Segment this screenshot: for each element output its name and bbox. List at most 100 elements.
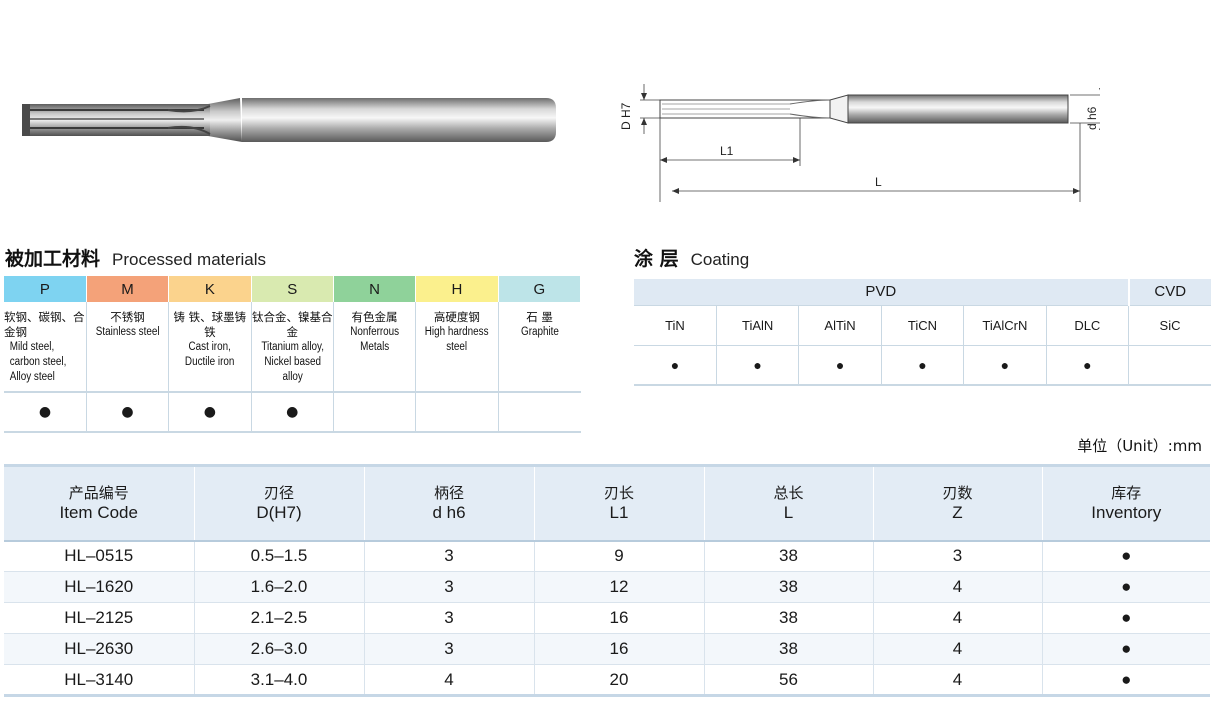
material-mark-cell: ● — [168, 392, 252, 433]
coating-name-cell: AlTiN — [798, 304, 882, 345]
coating-name-cell: TiAlN — [716, 304, 800, 345]
materials-heading: 被加工材料 Processed materials — [5, 244, 266, 271]
material-name-cn: 有色金属 — [351, 310, 398, 324]
column-header-cn: 柄径 — [433, 484, 464, 503]
reamer-tool-image — [22, 98, 556, 142]
table-cell: 3.1–4.0 — [194, 664, 365, 697]
table-cell: 38 — [704, 633, 874, 665]
coating-title-cn: 涂 层 — [634, 248, 679, 270]
coating-mark-cell: ● — [881, 344, 965, 386]
table-cell: 4 — [873, 664, 1043, 697]
table-cell: 12 — [534, 571, 705, 603]
table-cell: 16 — [534, 633, 705, 665]
table-cell: 1.6–2.0 — [194, 571, 365, 603]
table-cell: HL–2125 — [4, 602, 195, 634]
table-cell: 4 — [873, 571, 1043, 603]
table-cell: 9 — [534, 540, 705, 572]
table-cell: ● — [1042, 602, 1210, 634]
column-header-en: Item Code — [59, 503, 138, 523]
table-cell: 38 — [704, 571, 874, 603]
material-name-cn: 钛合金、镍基合金 — [251, 310, 333, 339]
column-header-cn: 刃径 — [263, 484, 294, 503]
unit-note: 单位（Unit）:mm — [1077, 437, 1202, 455]
material-mark-cell — [415, 392, 499, 433]
table-cell: HL–2630 — [4, 633, 195, 665]
column-header-cn: 刃长 — [603, 484, 634, 503]
coating-name-cell: SiC — [1128, 304, 1211, 345]
column-header-cn: 库存 — [1111, 484, 1142, 503]
cvd-header: CVD — [1128, 279, 1211, 305]
material-name-en: Titanium alloy, Nickel based alloy — [260, 341, 324, 383]
coating-mark-cell: ● — [634, 344, 717, 386]
materials-title-cn: 被加工材料 — [5, 248, 101, 270]
table-cell: 4 — [364, 664, 535, 697]
material-code-cell: G — [498, 276, 582, 302]
table-cell: 3 — [364, 633, 535, 665]
table-cell: HL–0515 — [4, 540, 195, 572]
material-name-cn: 高硬度钢 — [433, 310, 480, 324]
table-cell: ● — [1042, 571, 1210, 603]
material-code-cell: K — [168, 276, 252, 302]
table-cell: 3 — [873, 540, 1043, 572]
material-name-cn: 石 墨 — [526, 310, 553, 324]
material-name-cn: 不锈钢 — [110, 310, 145, 324]
material-name-en: Nonferrous Metals — [350, 326, 400, 353]
coating-mark-cell: ● — [716, 344, 800, 386]
material-code-cell: H — [415, 276, 499, 302]
coating-name-cell: TiN — [634, 304, 717, 345]
table-cell: 38 — [704, 602, 874, 634]
l-label: L — [875, 175, 882, 189]
table-cell: 2.1–2.5 — [194, 602, 365, 634]
table-cell: 3 — [364, 540, 535, 572]
table-cell: HL–1620 — [4, 571, 195, 603]
material-code-cell: P — [4, 276, 87, 302]
materials-title-en: Processed materials — [112, 250, 267, 269]
d-h7-label: D H7 — [619, 102, 633, 130]
coating-name-cell: TiCN — [881, 304, 965, 345]
table-cell: 38 — [704, 540, 874, 572]
table-cell: 16 — [534, 602, 705, 634]
material-name-en: Graphite — [520, 326, 559, 338]
table-cell: 3 — [364, 571, 535, 603]
material-mark-cell: ● — [4, 392, 87, 433]
material-name-en: Stainless steel — [95, 326, 160, 338]
table-cell: 20 — [534, 664, 705, 697]
column-header-en: L1 — [609, 503, 629, 523]
table-cell: 2.6–3.0 — [194, 633, 365, 665]
coating-name-cell: DLC — [1046, 304, 1130, 345]
dimension-drawing: D H7 d h6 L1 L — [619, 84, 1100, 202]
material-desc-cell: 石 墨 Graphite — [498, 302, 581, 393]
column-header-cn: 刃数 — [942, 484, 973, 503]
table-cell: 3 — [364, 602, 535, 634]
table-cell: 4 — [873, 602, 1043, 634]
l1-label: L1 — [720, 144, 734, 158]
table-cell: 56 — [704, 664, 874, 697]
column-header-en: d h6 — [432, 503, 466, 523]
material-mark-cell: ● — [251, 392, 334, 433]
coating-group-row: PVD CVD — [634, 279, 1211, 305]
coating-name-cell: TiAlCrN — [963, 304, 1047, 345]
table-cell: ● — [1042, 664, 1210, 697]
coating-mark-row: ●●●●●● — [634, 344, 1211, 386]
coating-mark-cell — [1128, 344, 1211, 386]
column-header-cn: 总长 — [773, 484, 804, 503]
column-header-cn: 产品编号 — [68, 484, 129, 503]
